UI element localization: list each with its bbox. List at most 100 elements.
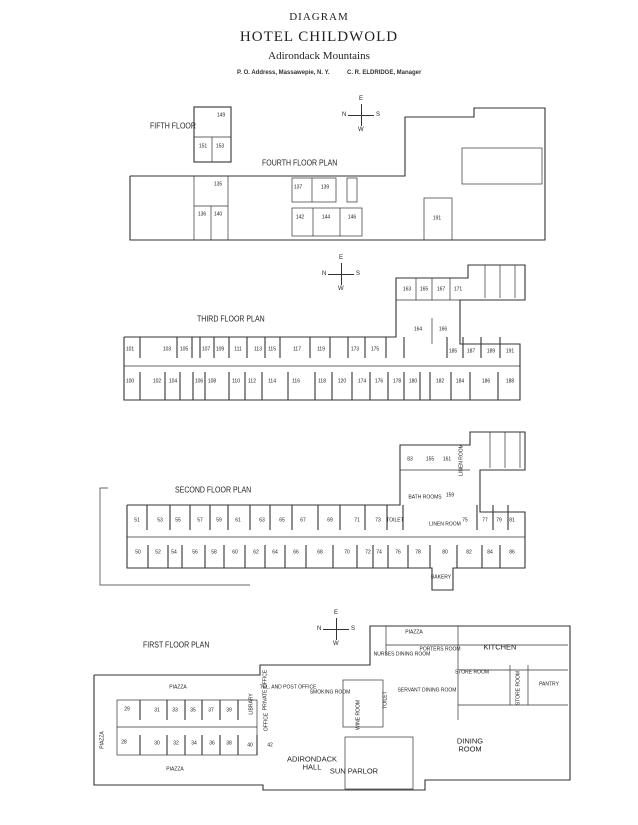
third-floor-room-label: 112 [248,378,256,385]
fifth-floor-room-label: 149 [216,112,226,119]
third-floor-room-label: 104 [168,378,178,385]
second-floor-room-label: 72 [365,549,371,556]
hotel-subtitle: Adirondack Mountains [268,50,370,62]
third-floor-room-label: 115 [268,346,276,353]
compass-west: W [358,127,364,133]
first-floor-room-label: WINE ROOM [355,700,362,730]
fifth-floor-label: FIFTH FLOOR [150,122,196,131]
fourth-floor-room-label: 146 [347,214,357,221]
second-floor-room-label: 50 [135,549,141,556]
second-floor-room-label: 83 [407,456,413,463]
third-floor-room-label: 101 [125,346,135,353]
first-floor-room-label: PIAZZA [405,629,423,636]
second-floor-room-label: 71 [354,517,360,524]
third-floor-room-label: 175 [370,346,380,353]
second-floor-room-label: 80 [442,549,448,556]
third-floor-room-label: 108 [207,378,217,385]
second-floor-room-label: BAKERY [430,574,452,581]
first-floor-room-label: 39 [226,707,232,714]
second-floor-room-label: 61 [235,517,241,524]
third-floor-room-label: 180 [408,378,418,385]
second-floor-room-label: 53 [157,517,163,524]
second-floor-room-label: 75 [462,517,468,524]
second-floor-room-label: LINEN ROOM [429,521,461,528]
first-floor-room-label: 34 [191,740,197,747]
second-floor-room-label: 65 [279,517,285,524]
first-floor-room-label: LIBRARY [248,693,255,715]
first-floor-room-label: 30 [154,740,160,747]
second-floor-room-label: 68 [317,549,323,556]
first-floor-room-label: PRIVATE OFFICE [262,669,269,711]
first-floor-room-label: SMOKING ROOM [309,689,351,696]
diagram-heading: DIAGRAM [289,11,349,23]
first-floor-room-label: 33 [172,707,178,714]
first-floor-room-label: 42 [267,742,273,749]
third-floor-room-label: 182 [435,378,445,385]
second-floor-room-label: 57 [197,517,203,524]
fourth-floor-room-label: 139 [320,184,330,191]
first-floor-room-label: 37 [208,707,214,714]
second-floor-room-label: TOILET [386,517,404,524]
third-floor-room-label: 103 [162,346,172,353]
second-floor-room-label: 77 [482,517,488,524]
manager-name: C. R. ELDRIDGE, Manager [347,70,422,76]
compass-south: S [351,626,356,632]
third-floor-room-label: 117 [293,346,301,353]
second-floor-room-label: 59 [216,517,222,524]
first-floor-room-label: STORE ROOM [454,669,490,676]
first-floor-room-label: 28 [121,739,127,746]
third-floor-room-label: 189 [486,348,496,355]
third-floor-room-label: 165 [419,286,429,293]
third-floor-room-label: 176 [374,378,384,385]
second-floor-room-label: 159 [445,492,455,499]
first-floor-room-label: PIAZZA [166,766,184,773]
fourth-floor-room-label: 136 [197,211,207,218]
fifth-floor-room-label: 151 [198,143,208,150]
second-floor-room-label: LINEN ROOM [458,444,465,476]
fourth-floor-room-label: 140 [213,211,223,218]
second-floor-label: SECOND FLOOR PLAN [175,486,252,495]
compass-ew-line [361,104,362,126]
fifth-floor-room-label: 153 [215,143,225,150]
compass-west: W [338,286,344,292]
third-floor-room-label: 185 [448,348,458,355]
third-floor-room-label: 105 [179,346,189,353]
second-floor-room-label: 54 [171,549,177,556]
second-floor-room-label: 70 [344,549,350,556]
first-floor-room-label: 31 [154,707,160,714]
third-floor-room-label: 114 [268,378,276,385]
first-floor-room-label: PIAZZA [99,731,106,749]
first-floor-room-label: TOILET [382,691,389,709]
third-floor-room-label: 174 [357,378,367,385]
second-floor-room-label: 82 [466,549,472,556]
second-floor-room-label: 56 [192,549,198,556]
first-floor-room-label: NURSES DINING ROOM [373,651,431,658]
second-floor-room-label: 74 [376,549,382,556]
second-floor-room-label: 78 [415,549,421,556]
third-floor-room-label: 111 [234,346,242,353]
third-floor-room-label: 106 [194,378,204,385]
compass-north: N [322,271,327,277]
third-floor-room-label: 191 [505,348,515,355]
compass-north: N [317,626,322,632]
first-floor-room-label: PIAZZA [169,684,187,691]
second-floor-room-label: 86 [509,549,515,556]
first-floor-room-label: KITCHEN [483,642,517,652]
fourth-floor-room-label: 137 [293,184,303,191]
compass-north: N [342,112,347,118]
first-floor-room-label: 35 [190,707,196,714]
third-floor-room-label: 167 [436,286,446,293]
third-floor-room-label: 171 [453,286,463,293]
third-floor-room-label: 178 [392,378,402,385]
first-floor-room-label: 40 [247,742,253,749]
second-floor-room-label: 62 [253,549,259,556]
compass-ew-line [341,263,342,285]
second-floor-room-label: 76 [395,549,401,556]
compass-east: E [359,96,364,102]
third-floor-room-label: 164 [413,326,423,333]
